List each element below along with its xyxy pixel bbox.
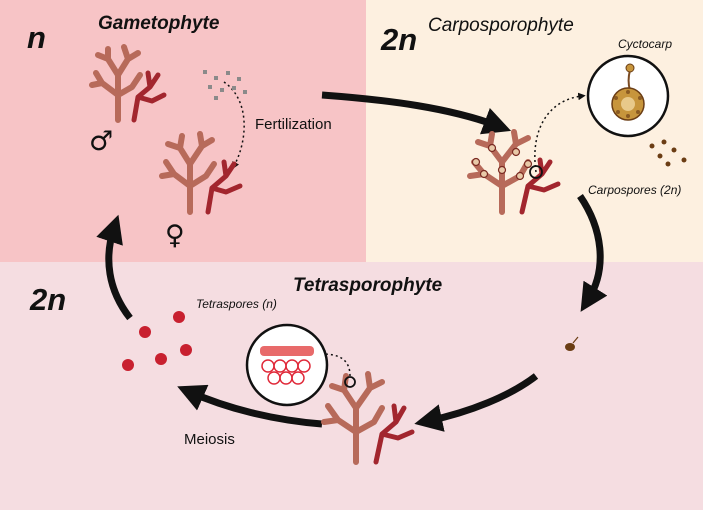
spermatia-dots-icon bbox=[203, 70, 247, 100]
fertilization-dotted-arrow bbox=[223, 81, 245, 170]
gametophyte-ploidy-label: n bbox=[27, 20, 46, 55]
cystocarp-magnified-icon bbox=[586, 54, 670, 138]
carposporophyte-alga-icon bbox=[467, 129, 561, 215]
tetraspores-label: Tetraspores (n) bbox=[196, 297, 277, 311]
gametophyte-panel bbox=[0, 0, 366, 262]
cycle-arrow-meiosis bbox=[177, 384, 323, 428]
cycle-arrow-to-carposporophyte bbox=[321, 91, 512, 135]
cystocarp-label: Cyctocarp bbox=[618, 37, 673, 51]
male-gametophyte-alga-icon bbox=[89, 44, 167, 123]
female-symbol-icon: ♀ bbox=[165, 220, 185, 251]
cycle-arrow-up-left bbox=[96, 214, 133, 321]
carposporophyte-ploidy-label: 2n bbox=[381, 22, 418, 57]
tetrasporophyte-alga-icon bbox=[321, 371, 415, 465]
male-symbol-icon: ♂ bbox=[89, 126, 114, 157]
carpospores-label: Carpospores (2n) bbox=[588, 183, 682, 197]
tetrasporophyte-title: Tetrasporophyte bbox=[293, 275, 443, 296]
tetrasporophyte-ploidy-label: 2n bbox=[30, 282, 67, 317]
single-carpospore-icon bbox=[565, 336, 579, 351]
gametophyte-title: Gametophyte bbox=[98, 13, 220, 34]
fertilization-label: Fertilization bbox=[255, 116, 332, 133]
cycle-arrow-to-tetrasporophyte bbox=[414, 373, 539, 432]
cycle-arrow-down-right bbox=[577, 194, 608, 312]
carposporophyte-title: Carposporophyte bbox=[428, 15, 574, 36]
tetrasporangia-magnified-icon bbox=[245, 323, 329, 407]
tetraspore-dots-icon bbox=[122, 311, 192, 371]
carpospore-dots-icon bbox=[649, 139, 687, 167]
meiosis-label: Meiosis bbox=[184, 431, 235, 448]
female-gametophyte-alga-icon bbox=[159, 131, 243, 215]
